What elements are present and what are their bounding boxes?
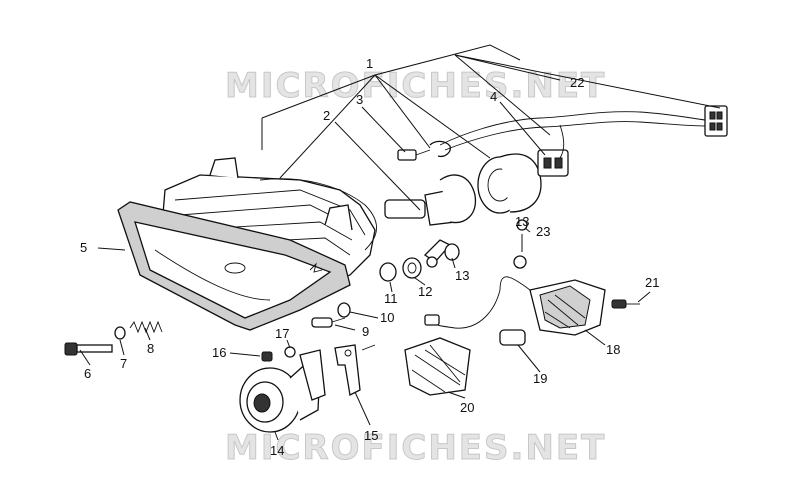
callout-5: 5: [80, 240, 87, 255]
wiring-harness: [439, 105, 728, 159]
callout-7: 7: [120, 356, 127, 371]
callout-13-upper: 13: [515, 214, 529, 229]
callout-21: 21: [645, 275, 659, 290]
bulb-assembly: [384, 140, 569, 226]
watermark-bottom: MICROFICHES.NET: [225, 428, 606, 468]
callout-18: 18: [606, 342, 620, 357]
callout-19: 19: [533, 371, 547, 386]
callout-12: 12: [418, 284, 432, 299]
front-bolt-set: [64, 320, 163, 356]
indicator-wiring: [424, 219, 531, 346]
callout-17: 17: [275, 326, 289, 341]
callout-20: 20: [460, 400, 474, 415]
callout-10: 10: [380, 310, 394, 325]
callout-3: 3: [356, 92, 363, 107]
callout-22: 22: [570, 75, 584, 90]
leader-lines: [79, 44, 721, 441]
turn-signal-right: [529, 279, 640, 336]
callout-2: 2: [323, 108, 330, 123]
callout-16: 16: [212, 345, 226, 360]
callout-13-lower: 13: [455, 268, 469, 283]
horn-bracket: [261, 344, 376, 401]
callout-23: 23: [536, 224, 550, 239]
mounting-hardware: [311, 239, 460, 328]
callout-6: 6: [84, 366, 91, 381]
callout-labels: 1 2 3 4 5 6 7 8 9 10 11 12 13 13 14 15 1…: [80, 56, 659, 458]
callout-9: 9: [362, 324, 369, 339]
callout-15: 15: [364, 428, 378, 443]
callout-8: 8: [147, 341, 154, 356]
callout-1: 1: [366, 56, 373, 71]
callout-4: 4: [490, 89, 497, 104]
watermark-top: MICROFICHES.NET: [225, 66, 606, 106]
turn-signal-left: [404, 337, 471, 396]
callout-11: 11: [384, 291, 398, 306]
callout-14: 14: [270, 443, 284, 458]
lens-bezel: [117, 201, 351, 331]
